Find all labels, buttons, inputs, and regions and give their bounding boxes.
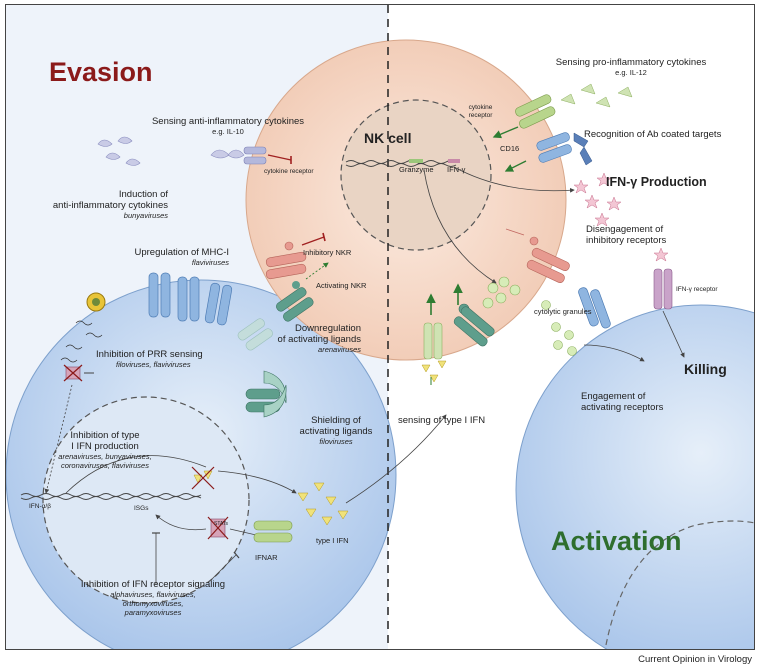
infected-dna <box>20 493 202 497</box>
downregulation-label: Downregulation of activating ligands are… <box>277 323 361 354</box>
blocked-ifn-icon <box>191 466 215 490</box>
cytokine-receptor-right-icon <box>492 94 556 139</box>
prr-inhibition-label: Inhibition of PRR sensing filoviruses, f… <box>96 349 203 369</box>
downregulated-ligand-icon <box>237 318 273 351</box>
figure-frame: Evasion Activation NK cell IFN-γ Product… <box>5 4 755 650</box>
target-cell-right-nucleus <box>605 520 754 646</box>
ifnr-inhibit-line-2 <box>210 554 237 581</box>
cd16-antibody-icon <box>504 132 593 172</box>
il10-cytokine-icon <box>210 149 245 159</box>
activating-nkr-label: Activating NKR <box>316 281 367 290</box>
activating-receptor-right-icon <box>453 303 495 347</box>
type-i-ifn-label: type I IFN <box>316 536 349 545</box>
anti-inflammatory-cytokines-icon <box>97 136 141 166</box>
cytokine-receptor-left-icon <box>243 146 292 165</box>
diagram-canvas <box>6 5 754 649</box>
granule-to-target-arrow <box>583 344 645 362</box>
cytolytic-granules-label: cytolytic granules <box>534 307 592 316</box>
ifn-gamma-stars-icon <box>573 172 669 262</box>
viral-rna-icon <box>60 320 103 363</box>
virus-particle-icon <box>86 292 106 312</box>
ifn-gamma-production-arrow <box>453 166 575 193</box>
ifn-gamma-production-label: IFN-γ Production <box>606 175 707 189</box>
inhibitory-nkr-icon <box>265 232 326 280</box>
cd16-label: CD16 <box>500 144 520 153</box>
nk-cell-label: NK cell <box>364 130 412 146</box>
ifnar-signal-line <box>229 528 257 536</box>
killing-label: Killing <box>684 361 727 377</box>
target-cell-right <box>515 304 754 649</box>
disengaged-inhibitory-receptor-icon <box>505 228 570 283</box>
footer-credit: Current Opinion in Virology <box>638 654 752 665</box>
mhc-i-icon <box>148 272 233 326</box>
ifnar-label: IFNAR <box>255 553 278 562</box>
inhibitory-nkr-label: Inhibitory NKR <box>303 248 352 257</box>
ifn-g-label: IFN-γ <box>447 165 466 174</box>
shielding-label: Shielding of activating ligands filoviru… <box>299 415 373 446</box>
cytokine-receptor-left-label: cytokine receptor <box>264 168 314 175</box>
mhc-right-icon <box>578 287 611 329</box>
activating-nkr-icon <box>276 262 329 322</box>
isgs-label: ISGs <box>134 505 149 512</box>
stat-to-isg-arrow <box>155 514 207 531</box>
il12-cytokine-icon <box>560 83 633 108</box>
granzyme-to-granules-arrow <box>423 169 497 284</box>
shielded-ligand-icon <box>245 370 287 418</box>
activation-title: Activation <box>551 526 682 556</box>
stat-blocked-icon <box>207 516 229 540</box>
ifnar-icon <box>253 520 293 543</box>
granzyme-gene <box>409 159 423 163</box>
ifnar-nk-icon <box>421 322 447 383</box>
evasion-title: Evasion <box>49 57 153 87</box>
prr-dashed-arrow <box>44 384 73 494</box>
type-i-ifn-inhibition-label: Inhibition of type I IFN production aren… <box>58 430 152 470</box>
type-i-ifn-to-nk-arrow <box>345 414 447 504</box>
ifng-gene <box>448 159 460 163</box>
ifng-receptor-label: IFN-γ receptor <box>676 286 718 293</box>
ifn-receptor-signaling-label: Inhibition of IFN receptor signaling alp… <box>80 579 226 617</box>
granzyme-label: Granzyme <box>399 165 434 174</box>
type-i-ifn-icon <box>297 482 349 526</box>
ifn-ab-label: IFN-α/β <box>29 503 51 510</box>
cytolytic-granules-icon <box>482 276 577 356</box>
induction-label: Induction of anti-inflammatory cytokines… <box>52 189 168 220</box>
disengagement-label: Disengagement of inhibitory receptors <box>586 224 667 246</box>
ifn-gene-to-secretion-arrow <box>65 455 207 494</box>
prr-blocked-icon <box>63 364 94 382</box>
cytokine-receptor-right-label: cytokine receptor <box>468 104 493 119</box>
stats-label: STATs <box>214 521 228 527</box>
engagement-label: Engagement of activating receptors <box>581 391 664 413</box>
sensing-pro-label: Sensing pro-inflammatory cytokines e.g. … <box>555 57 707 77</box>
recognition-label: Recognition of Ab coated targets <box>584 129 722 140</box>
sensing-type-i-ifn-label: sensing of type I IFN <box>398 415 486 426</box>
sensing-anti-label: Sensing anti-inflammatory cytokines e.g.… <box>151 116 305 136</box>
ifng-receptor-icon <box>653 268 685 358</box>
mhc-upregulation-label: Upregulation of MHC-I flaviviruses <box>134 247 229 267</box>
nk-cell-nucleus <box>340 99 492 251</box>
ifn-secretion-arrow <box>217 470 297 494</box>
